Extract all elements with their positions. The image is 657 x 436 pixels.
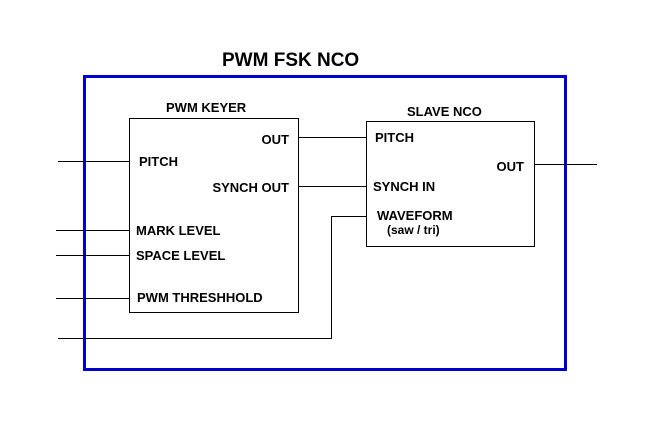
- nco-out-label: OUT: [496, 159, 524, 174]
- nco-waveform-label: WAVEFORM: [377, 208, 453, 223]
- keyer-synch-out-label: SYNCH OUT: [212, 180, 289, 195]
- slave-nco-title: SLAVE NCO: [407, 104, 482, 119]
- waveform-input-wire: [58, 216, 366, 339]
- pwm-keyer-block: [129, 118, 299, 313]
- keyer-mark-level-label: MARK LEVEL: [136, 223, 221, 238]
- nco-synch-in-label: SYNCH IN: [373, 179, 436, 194]
- keyer-pwm-threshold-label: PWM THRESHHOLD: [137, 290, 263, 305]
- keyer-pitch-label: PITCH: [139, 154, 178, 169]
- outer-frame: [83, 75, 567, 371]
- nco-pitch-label: PITCH: [375, 130, 414, 145]
- keyer-out-label: OUT: [261, 132, 289, 147]
- slave-nco-block: [366, 121, 535, 247]
- diagram-title: PWM FSK NCO: [222, 50, 360, 71]
- nco-waveform-note: (saw / tri): [387, 223, 440, 237]
- pwm-keyer-title: PWM KEYER: [166, 100, 247, 115]
- keyer-space-level-label: SPACE LEVEL: [136, 248, 226, 263]
